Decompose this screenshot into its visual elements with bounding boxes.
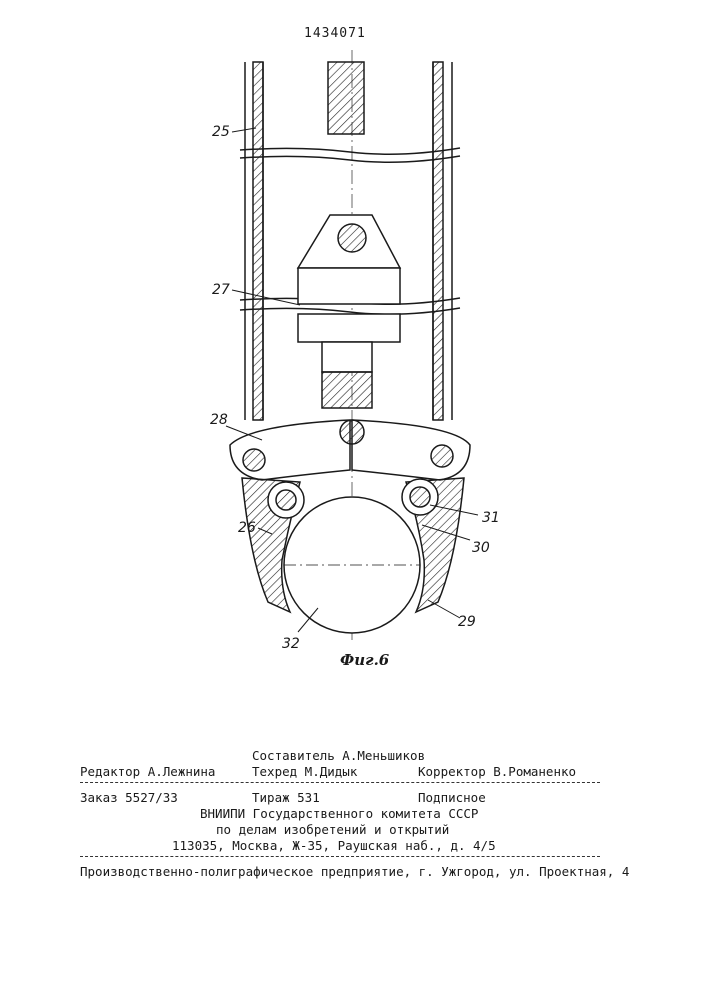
order: Заказ 5527/33 xyxy=(80,790,178,805)
corrector: Корректор В.Романенко xyxy=(418,764,576,779)
compiler: Составитель А.Меньшиков xyxy=(252,748,425,763)
subscription: Подписное xyxy=(418,790,486,805)
institute: ВНИИПИ Государственного комитета СССР xyxy=(200,806,478,821)
rule-1 xyxy=(80,782,600,783)
rule-2 xyxy=(80,856,600,857)
editor: Редактор А.Лежнина xyxy=(80,764,215,779)
techred: Техред М.Дидык xyxy=(252,764,357,779)
circulation: Тираж 531 xyxy=(252,790,320,805)
affairs: по делам изобретений и открытий xyxy=(216,822,449,837)
address: 113035, Москва, Ж-35, Раушская наб., д. … xyxy=(172,838,496,853)
printing: Производственно-полиграфическое предприя… xyxy=(80,864,629,879)
